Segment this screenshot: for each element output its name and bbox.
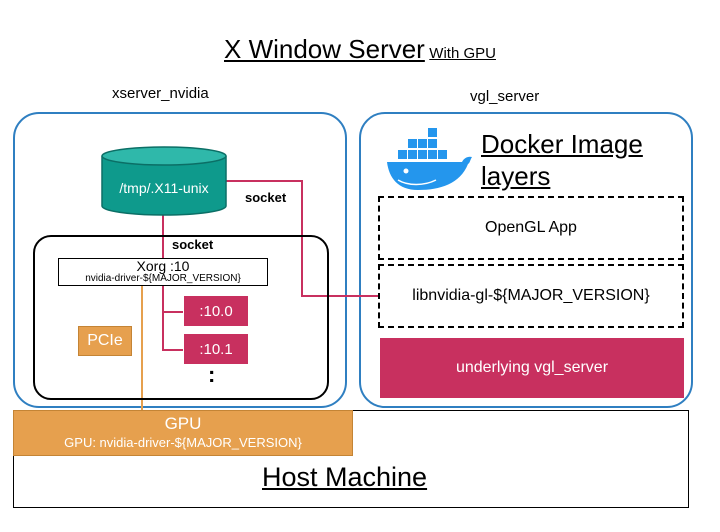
left-container-label: xserver_nvidia <box>112 85 209 102</box>
docker-title-line2: layers <box>481 161 551 191</box>
gpu-subtitle: GPU: nvidia-driver-${MAJOR_VERSION} <box>64 435 302 450</box>
gpu-box: GPU GPU: nvidia-driver-${MAJOR_VERSION} <box>13 410 353 456</box>
gpu-title: GPU <box>164 414 202 433</box>
display-10-1: :10.1 <box>184 334 248 364</box>
xorg-environment-box <box>33 235 329 400</box>
layer-underlying-vgl-server: underlying vgl_server <box>380 338 684 398</box>
docker-whale-icon <box>387 128 472 190</box>
layer-libnvidia-gl: libnvidia-gl-${MAJOR_VERSION} <box>378 264 684 328</box>
vgl-server-container <box>359 112 693 408</box>
title-sub: With GPU <box>429 45 496 62</box>
diagram-title: X Window Server With GPU <box>0 34 720 65</box>
pcie-box: PCIe <box>78 326 132 356</box>
display-link-line <box>162 286 183 351</box>
title-main: X Window Server <box>224 34 425 64</box>
socket-label-inner: socket <box>172 237 214 252</box>
xorg-driver: nvidia-driver-${MAJOR_VERSION} <box>85 273 241 284</box>
xorg-box: Xorg :10 nvidia-driver-${MAJOR_VERSION} <box>58 258 268 286</box>
cylinder-label: /tmp/.X11-unix <box>119 180 209 196</box>
xserver-nvidia-container <box>13 112 347 408</box>
display-ellipsis: : <box>208 362 216 387</box>
xorg-title: Xorg :10 <box>136 258 190 274</box>
socket-label-top: socket <box>245 190 287 205</box>
x11-unix-cylinder <box>101 146 227 216</box>
host-machine-label: Host Machine <box>262 462 428 492</box>
docker-title-line1: Docker Image <box>481 129 643 159</box>
display-10-0: :10.0 <box>184 296 248 326</box>
socket-line-right <box>224 180 378 297</box>
docker-image-title: Docker Image layers <box>481 128 643 192</box>
layer-opengl-app: OpenGL App <box>378 196 684 260</box>
right-container-label: vgl_server <box>470 88 540 105</box>
